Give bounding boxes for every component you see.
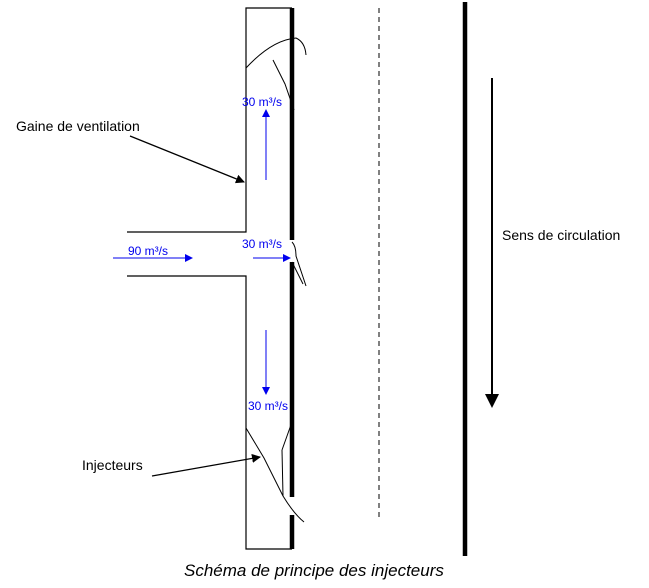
injector-bottom xyxy=(245,421,305,523)
gaine-leader xyxy=(129,135,245,184)
injecteurs-leader xyxy=(151,453,261,477)
middle-flow-label: 30 m³/s xyxy=(242,237,283,251)
supply-flow-label: 90 m³/s xyxy=(128,244,169,258)
sens-label: Sens de circulation xyxy=(502,227,621,243)
diagram-caption: Schéma de principe des injecteurs xyxy=(184,561,444,580)
upper-flow-label: 30 m³/s xyxy=(242,95,283,109)
lower-flow-label: 30 m³/s xyxy=(248,399,289,413)
injecteurs-label: Injecteurs xyxy=(82,457,143,473)
injector-middle xyxy=(291,241,307,287)
injector-top xyxy=(245,37,307,111)
duct-outline xyxy=(127,7,292,550)
gaine-label: Gaine de ventilation xyxy=(16,118,140,134)
